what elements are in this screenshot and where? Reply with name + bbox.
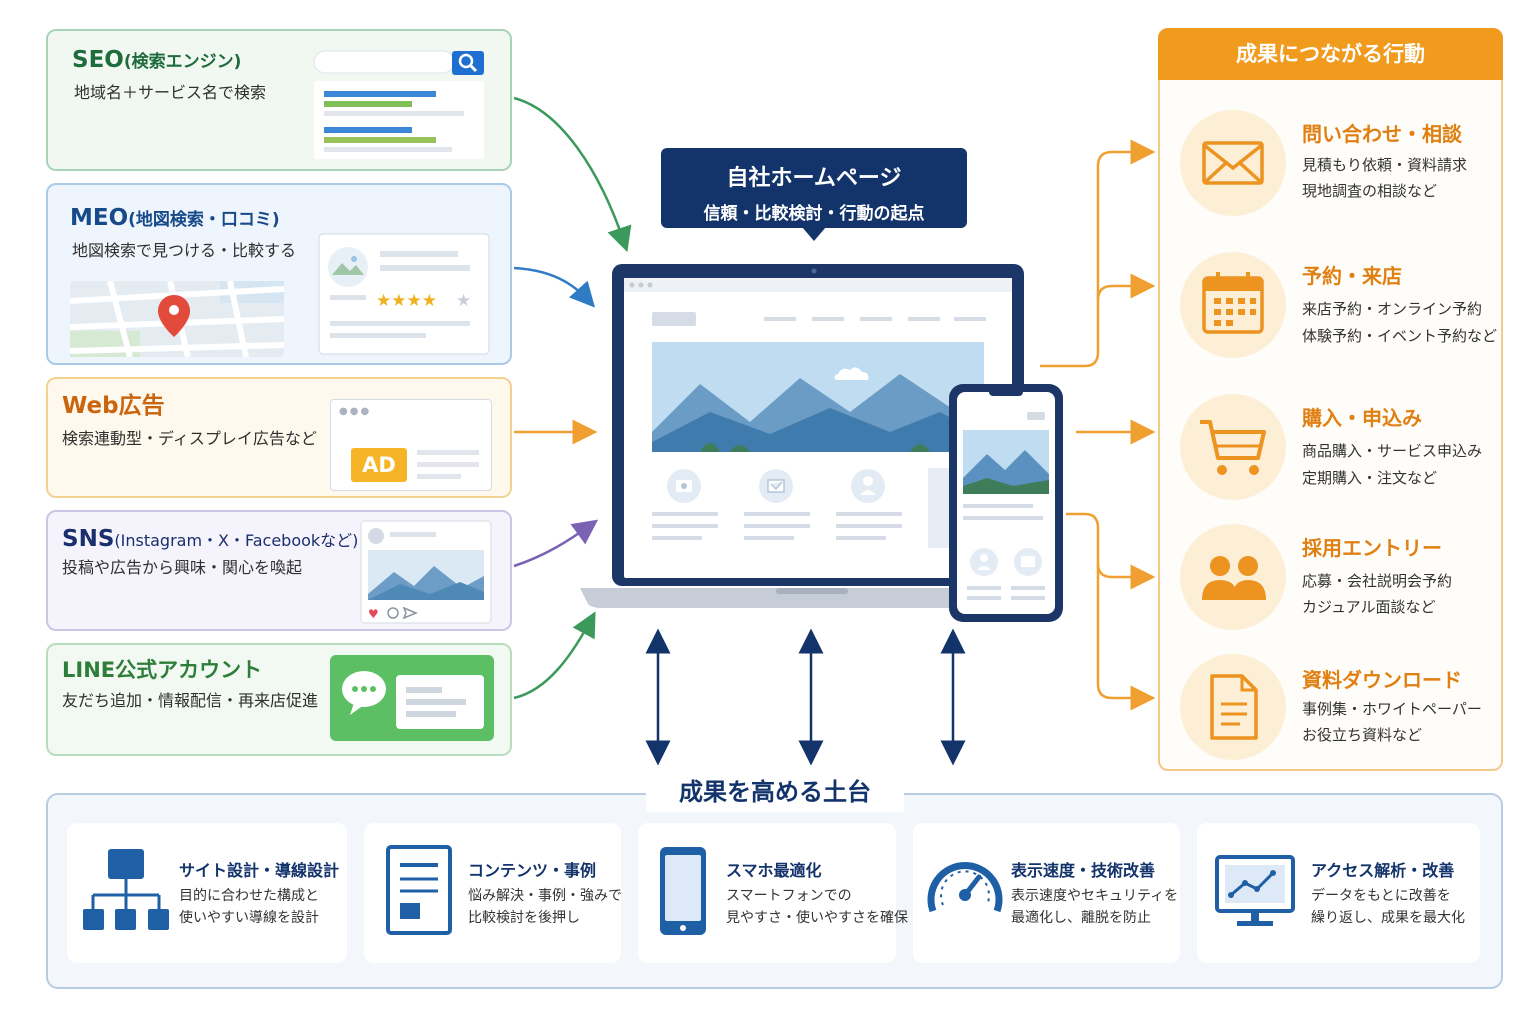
- cart-icon: [1180, 394, 1286, 500]
- foundation-analytics: アクセス解析・改善 データをもとに改善を 繰り返し、成果を最大化: [1197, 823, 1480, 963]
- line-chat-illustration: [330, 655, 494, 741]
- share-icon: [402, 606, 418, 620]
- speedometer-icon: [927, 862, 1003, 913]
- meo-description: 地図検索で見つける・比較する: [72, 241, 297, 260]
- web-ads-card: Web広告 検索連動型・ディスプレイ広告など ●●● AD: [46, 377, 512, 498]
- smartphone-illustration: [949, 384, 1063, 622]
- homepage-subtitle: 信頼・比較検討・行動の起点: [703, 204, 925, 224]
- sns-title: SNS(Instagram・X・Facebookなど): [62, 526, 359, 552]
- laptop-illustration: [580, 264, 1028, 608]
- outcome-inquiry: 問い合わせ・相談 見積もり依頼・資料請求 現地調査の相談など: [1180, 110, 1500, 220]
- ad-badge: AD: [351, 448, 407, 482]
- document-icon: [1180, 654, 1286, 760]
- sns-post-illustration: ♥: [360, 520, 492, 624]
- web-ads-title: Web広告: [62, 393, 165, 419]
- meo-title: MEO(地図検索・口コミ): [70, 205, 280, 231]
- seo-card: SEO(検索エンジン) 地域名＋サービス名で検索: [46, 29, 512, 171]
- arrow-to-download: [1096, 563, 1156, 590]
- outcome-download: 資料ダウンロード 事例集・ホワイトペーパー お役立ち資料など: [1180, 654, 1500, 764]
- homepage-callout: 自社ホームページ 信頼・比較検討・行動の起点: [661, 148, 967, 241]
- calendar-icon: [1180, 252, 1286, 358]
- map-pin-icon: [158, 295, 190, 337]
- arrow-line: [513, 611, 596, 700]
- search-result-illustration: [313, 50, 484, 159]
- outcomes-panel: 成果につながる行動 問い合わせ・相談 見積もり依頼・資料請求 現地調査の相談など…: [1158, 28, 1503, 771]
- line-description: 友だち追加・情報配信・再来店促進: [62, 691, 319, 710]
- arrow-to-reserve: [1096, 273, 1156, 301]
- smartphone-icon: [660, 847, 706, 935]
- comment-icon: [387, 607, 399, 619]
- seo-description: 地域名＋サービス名で検索: [74, 83, 267, 102]
- foundation-site-design: サイト設計・導線設計 目的に合わせた構成と 使いやすい導線を設計: [67, 823, 347, 963]
- content-document-icon: [386, 845, 452, 935]
- ad-window-illustration: ●●● AD: [330, 399, 492, 491]
- seo-title: SEO(検索エンジン): [72, 47, 242, 73]
- chat-bubble-icon: [342, 671, 386, 715]
- outcome-reservation: 予約・来店 来店予約・オンライン予約 体験予約・イベント予約など: [1180, 252, 1500, 362]
- sns-description: 投稿や広告から興味・関心を喚起: [62, 558, 303, 577]
- homepage-title: 自社ホームページ: [726, 166, 902, 191]
- arrow-sns: [513, 519, 599, 568]
- svg-text:★: ★: [456, 291, 471, 311]
- web-ads-description: 検索連動型・ディスプレイ広告など: [62, 429, 317, 448]
- line-card: LINE公式アカウント 友だち追加・情報配信・再来店促進: [46, 643, 512, 756]
- review-card-illustration: ★★★★ ★: [318, 233, 490, 355]
- foundation-title: 成果を高める土台: [646, 772, 904, 812]
- meo-card: MEO(地図検索・口コミ) 地図検索で見つける・比較する ★★★★ ★: [46, 183, 512, 365]
- sns-card: SNS(Instagram・X・Facebookなど) 投稿や広告から興味・関心…: [46, 510, 512, 631]
- arrow-seo: [513, 96, 632, 253]
- arrow-to-recruit: [1066, 512, 1156, 711]
- outcomes-header: 成果につながる行動: [1158, 28, 1503, 80]
- heart-icon: ♥: [368, 607, 379, 621]
- line-title: LINE公式アカウント: [62, 658, 263, 682]
- rating-stars: ★★★★: [376, 291, 437, 311]
- foundation-speed: 表示速度・技術改善 表示速度やセキュリティを 最適化し、離脱を防止: [913, 823, 1180, 963]
- foundation-content: コンテンツ・事例 悩み解決・事例・強みで 比較検討を後押し: [364, 823, 622, 963]
- outcome-purchase: 購入・申込み 商品購入・サービス申込み 定期購入・注文など: [1180, 394, 1500, 504]
- people-icon: [1180, 524, 1286, 630]
- envelope-icon: [1180, 110, 1286, 216]
- foundation-mobile: スマホ最適化 スマートフォンでの 見やすさ・使いやすさを確保: [638, 823, 908, 963]
- arrow-to-inquiry: [1040, 139, 1156, 368]
- sitemap-icon: [83, 849, 169, 930]
- outcome-recruit: 採用エントリー 応募・会社説明会予約 カジュアル面談など: [1180, 524, 1500, 634]
- map-illustration: [70, 281, 284, 357]
- arrow-meo: [513, 266, 596, 308]
- analytics-monitor-icon: [1215, 855, 1295, 926]
